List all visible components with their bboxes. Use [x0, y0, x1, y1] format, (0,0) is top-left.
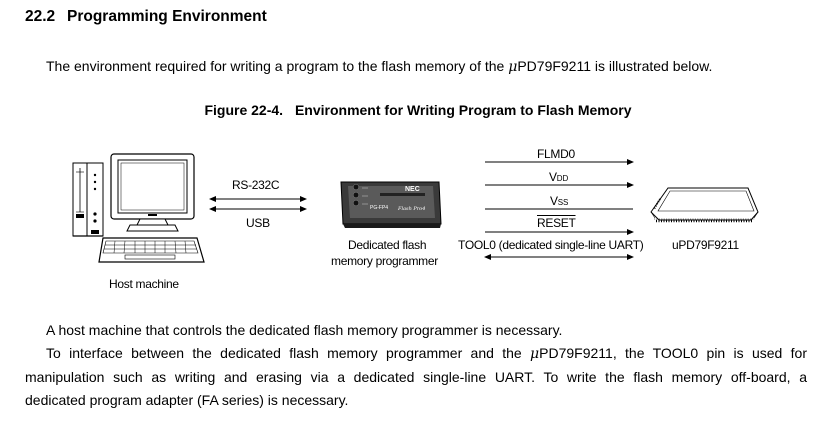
tool0-paragraph-line3: dedicated program adapter (FA series) is…: [25, 392, 349, 408]
section-title: Programming Environment: [67, 8, 267, 25]
usb-label: USB: [246, 216, 270, 230]
intro-paragraph: The environment required for writing a p…: [46, 55, 712, 78]
mu-symbol-2: μ: [530, 346, 540, 362]
tool0-paragraph-line1: To interface between the dedicated flash…: [25, 342, 807, 366]
vdd-main: V: [549, 170, 557, 184]
programmer-label-line2: memory programmer: [331, 254, 438, 268]
line1-after: PD79F9211, the TOOL0 pin is used for: [539, 345, 807, 361]
figure-number: Figure 22-4.: [204, 102, 284, 118]
host-requirement-paragraph: A host machine that controls the dedicat…: [46, 322, 563, 338]
tool0-paragraph: To interface between the dedicated flash…: [25, 342, 807, 412]
vdd-sub: DD: [556, 174, 569, 183]
signal-flmd0: FLMD0: [537, 147, 575, 161]
vss-sub: SS: [557, 198, 569, 207]
mu-symbol: μ: [508, 59, 518, 75]
monitor-icon: [110, 153, 195, 232]
signal-reset: RESET: [537, 216, 576, 230]
section-number: 22.2: [25, 8, 56, 25]
section-heading: 22.2 Programming Environment: [25, 8, 267, 26]
keyboard-icon: [98, 237, 205, 263]
chip-label: uPD79F9211: [672, 238, 739, 252]
signal-vdd: VDD: [549, 170, 568, 184]
figure-caption: Figure 22-4. Environment for Writing Pro…: [0, 102, 836, 118]
intro-text-before: The environment required for writing a p…: [46, 58, 509, 74]
tool0-paragraph-line2: manipulation such as writing and erasing…: [25, 369, 807, 385]
line1-before: To interface between the dedicated flash…: [46, 345, 531, 361]
host-machine-label: Host machine: [109, 277, 179, 291]
tower-pc-icon: [72, 162, 104, 237]
signal-tool0: TOOL0 (dedicated single-line UART): [458, 238, 644, 252]
chip-icon: [650, 187, 759, 223]
rs232c-label: RS-232C: [232, 178, 280, 192]
programmer-brand: NEC: [405, 186, 420, 193]
figure-title: Environment for Writing Program to Flash…: [294, 102, 632, 118]
flash-programmer-icon: NEC PG-FP4 Flash Pro4: [340, 181, 442, 228]
vss-main: V: [550, 194, 558, 208]
programmer-logo: Flash Pro4: [397, 206, 425, 212]
programmer-label-line1: Dedicated flash: [348, 238, 427, 252]
intro-text-after: PD79F9211 is illustrated below.: [517, 58, 713, 74]
signal-vss: VSS: [550, 194, 568, 208]
programmer-model: PG-FP4: [370, 205, 388, 211]
